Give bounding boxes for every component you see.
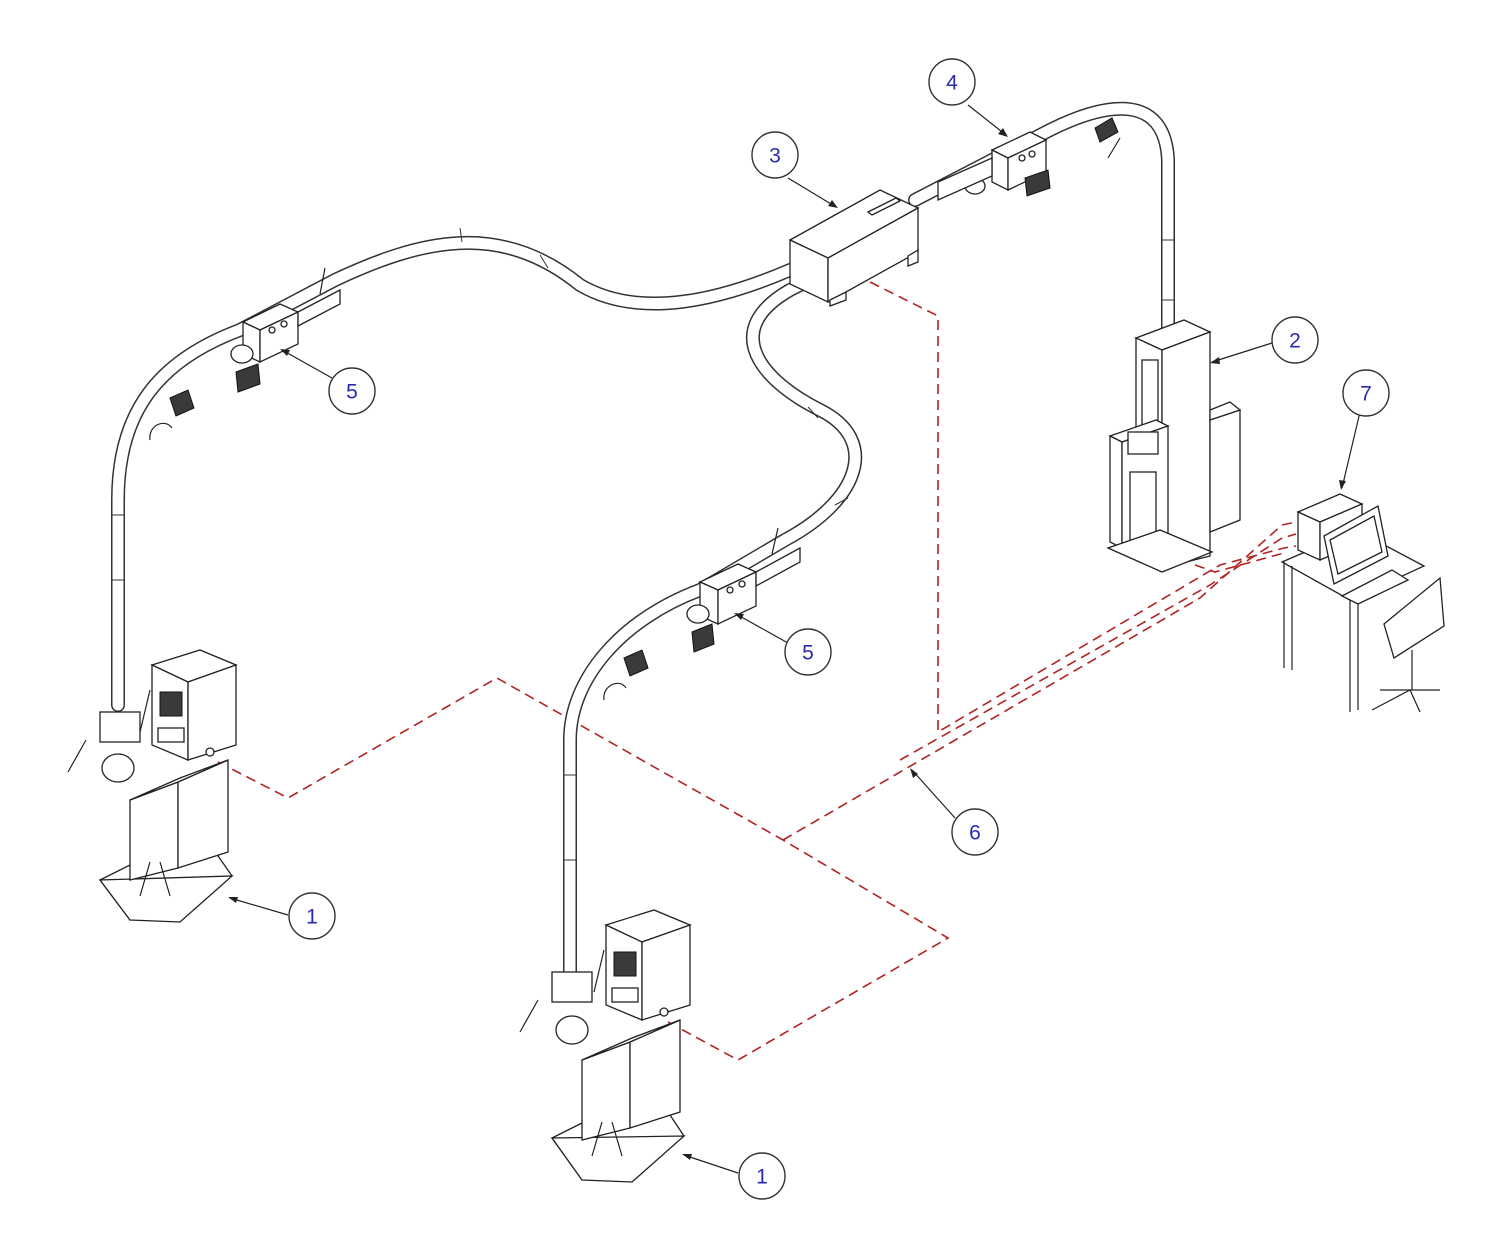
callout-label: 7: [1360, 383, 1372, 406]
network-cables: [217, 281, 1297, 1061]
callout-label: 1: [756, 1166, 768, 1189]
cable-trunk-2: [899, 533, 1297, 761]
inline-carrier-station-center: [603, 527, 801, 701]
sending-station-bottom: [519, 909, 692, 1183]
callout-2-main-station: 2: [1271, 316, 1319, 364]
callout-label: 2: [1289, 330, 1301, 353]
cable-diverter: [869, 281, 1297, 734]
cable-left-station: [217, 677, 784, 841]
callout-1-bottom-station: 1: [738, 1152, 786, 1200]
callout-label: 3: [769, 145, 781, 168]
callout-1-left-station: 1: [288, 892, 336, 940]
computer-workstation: [1280, 493, 1445, 713]
cable-trunk: [782, 521, 1297, 841]
inline-carrier-station-top: [937, 117, 1121, 202]
cable-bottom-station: [667, 839, 950, 1061]
inline-carrier-station-left: [149, 267, 341, 441]
diverter-box: [788, 189, 920, 307]
callout-label: 5: [802, 642, 814, 665]
sending-station-left: [67, 649, 238, 923]
callout-6-network: 6: [951, 808, 999, 856]
callout-5-center-inline: 5: [784, 628, 832, 676]
callout-label: 6: [969, 822, 981, 845]
cable-main-station: [1194, 552, 1285, 573]
callout-label: 5: [346, 381, 358, 404]
callout-4-inline-station: 4: [928, 58, 976, 106]
transport-tubes: [111, 101, 1175, 982]
main-station: [1106, 319, 1242, 573]
callout-balloons: 1 1 2 3 4 5 5 6: [288, 58, 1390, 1200]
callout-label: 4: [946, 72, 958, 95]
callout-5-left-inline: 5: [328, 367, 376, 415]
callout-label: 1: [306, 906, 318, 929]
callout-3-diverter: 3: [751, 131, 799, 179]
leader-lines: [228, 104, 1361, 1174]
callout-7-workstation: 7: [1342, 369, 1390, 417]
